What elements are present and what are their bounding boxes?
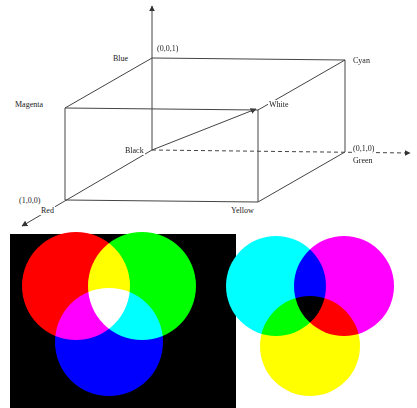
subtractive-circles (226, 234, 417, 408)
additive-circles (22, 232, 196, 396)
point-label: Green (352, 156, 374, 165)
point-label: Yellow (230, 206, 255, 215)
point-label: White (268, 100, 290, 109)
point-label: (0,0,1) (156, 44, 179, 53)
point-label: Black (124, 146, 145, 155)
rgb-cube (22, 6, 410, 226)
point-label: Magenta (14, 100, 44, 109)
point-label: (0,1,0) (352, 144, 375, 153)
point-label: Cyan (352, 56, 371, 65)
point-label: Blue (112, 54, 129, 63)
point-label: Red (40, 206, 55, 215)
point-label: (1,0,0) (18, 196, 41, 205)
